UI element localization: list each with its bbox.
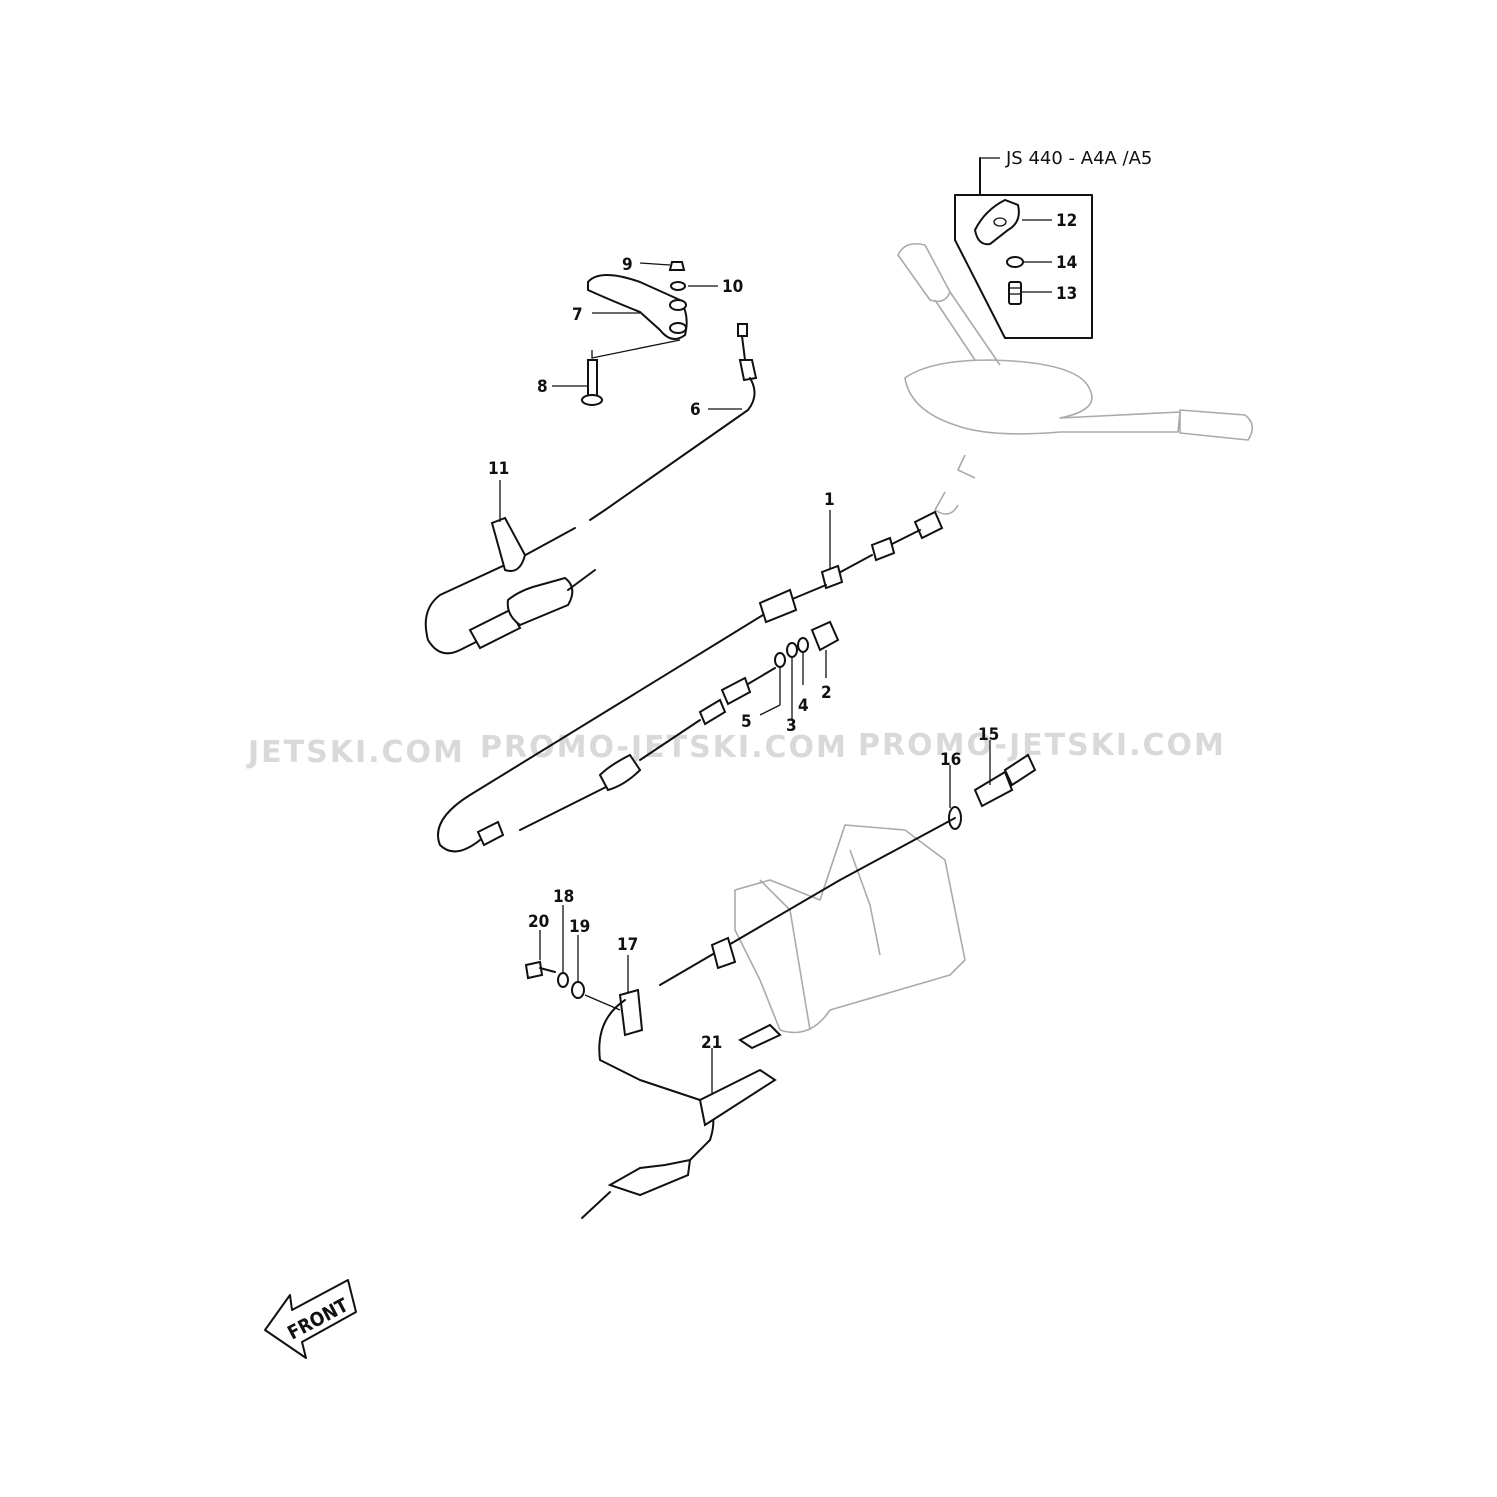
callout-1: 1	[824, 490, 835, 510]
front-arrow: FRONT	[264, 1279, 357, 1359]
model-box-label: JS 440 - A4A /A5	[1005, 148, 1152, 169]
cable-6	[589, 323, 758, 521]
cable-1	[437, 510, 944, 853]
callout-21: 21	[701, 1033, 722, 1053]
callout-9: 9	[622, 255, 633, 275]
callout-17: 17	[617, 935, 638, 955]
callout-13: 13	[1056, 284, 1077, 304]
callout-6: 6	[690, 400, 701, 420]
callout-15: 15	[978, 725, 999, 745]
callout-2: 2	[821, 683, 832, 703]
watermark-2: PROMO-JETSKI.COM	[480, 730, 848, 765]
callout-10: 10	[722, 277, 743, 297]
model-box: JS 440 - A4A /A5	[954, 148, 1152, 339]
choke-cable	[659, 740, 1037, 986]
cable-lower	[581, 955, 782, 1219]
callout-16: 16	[940, 750, 961, 770]
callout-12: 12	[1056, 211, 1077, 231]
cable-11	[424, 480, 596, 655]
callout-5: 5	[741, 712, 752, 732]
fasteners-18-20	[524, 905, 621, 1011]
callout-4: 4	[798, 696, 809, 716]
throttle-lever	[552, 261, 718, 406]
callout-18: 18	[553, 887, 574, 907]
callout-14: 14	[1056, 253, 1077, 273]
callout-20: 20	[528, 912, 549, 932]
watermark-3: PROMO-JETSKI.COM	[858, 728, 1226, 763]
callout-19: 19	[569, 917, 590, 937]
callout-11: 11	[488, 459, 509, 479]
callout-8: 8	[537, 377, 548, 397]
callout-7: 7	[572, 305, 583, 325]
inner-cable	[519, 620, 840, 831]
watermark-1: JETSKI.COM	[246, 735, 465, 770]
carburetor-ghost	[734, 824, 966, 1034]
callout-3: 3	[786, 716, 797, 736]
handlebar-ghost	[897, 242, 1254, 515]
